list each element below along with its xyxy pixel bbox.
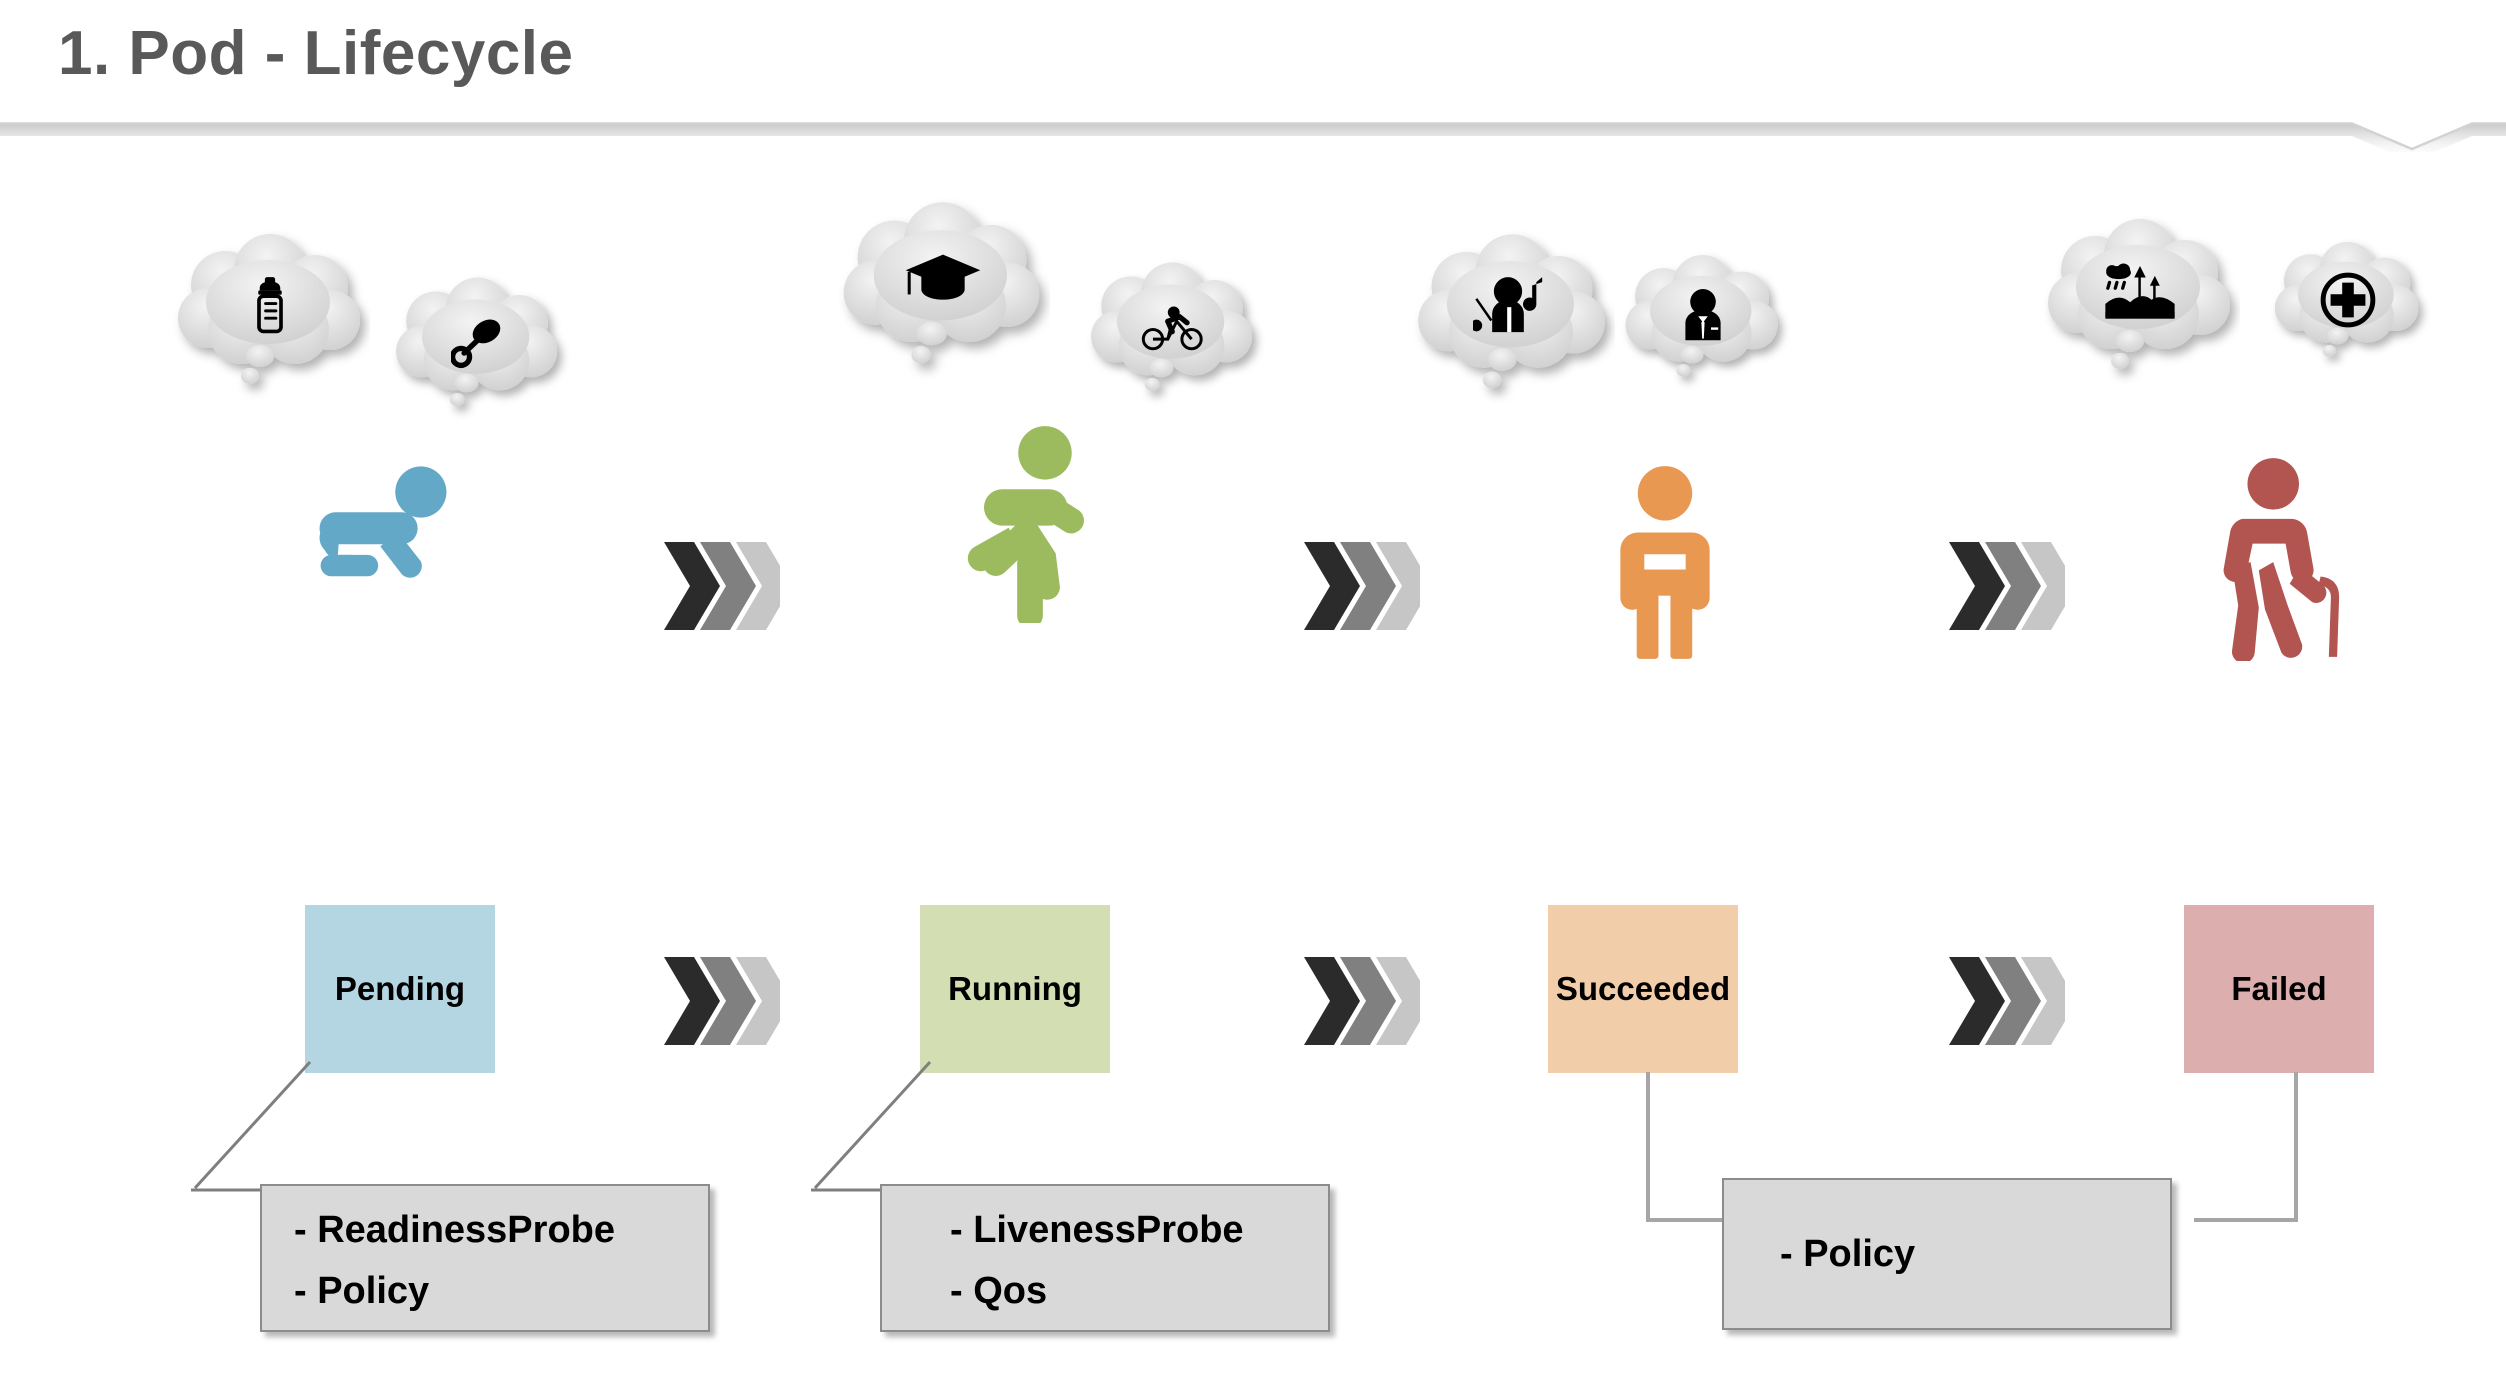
callout-line: - Policy <box>294 1269 430 1312</box>
medical-plus-icon <box>2265 235 2430 365</box>
state-box-pending[interactable]: Pending <box>305 905 495 1073</box>
thought-bubble-businessman <box>1615 248 1815 408</box>
state-box-failed[interactable]: Failed <box>2184 905 2374 1073</box>
businessman-icon <box>1615 248 1790 386</box>
conductor-music-icon <box>1410 230 1615 385</box>
callout-pending-details[interactable]: - ReadinessProbe - Policy <box>260 1184 710 1332</box>
state-label-running: Running <box>948 970 1082 1007</box>
stage-succeeded-illustration <box>1390 210 1950 710</box>
standing-adult-icon <box>1605 465 1725 666</box>
thought-bubble-conductor <box>1410 230 1610 390</box>
chevron-group-bottom-3 <box>1945 955 2077 1047</box>
stage-failed-illustration <box>2010 210 2506 710</box>
running-person-icon <box>955 425 1105 629</box>
state-label-pending: Pending <box>334 970 466 1007</box>
leader-line-failed <box>2194 1072 2298 1222</box>
thought-bubble-rattle <box>385 270 585 430</box>
callout-line: - Policy <box>1780 1232 1916 1275</box>
callout-running-details[interactable]: - LivenessProbe - Qos <box>880 1184 1330 1332</box>
state-label-failed: Failed <box>2231 970 2327 1007</box>
thought-bubble-cyclist <box>1080 255 1280 415</box>
header-divider <box>0 122 2506 152</box>
thought-bubble-graduation-cap <box>835 198 1040 364</box>
state-box-running[interactable]: Running <box>920 905 1110 1073</box>
chevron-group-top-1 <box>660 540 792 632</box>
crawling-baby-icon <box>295 465 455 588</box>
callout-terminal-details[interactable]: - Policy <box>1722 1178 2172 1330</box>
landscape-rain-icon <box>2040 215 2240 367</box>
page-title: 1. Pod - Lifecycle <box>58 19 574 88</box>
stage-pending-illustration <box>130 210 690 710</box>
thought-bubble-medical <box>2265 235 2465 395</box>
thought-bubble-landscape <box>2040 215 2240 375</box>
stage-running-illustration <box>780 202 1340 710</box>
state-label-succeeded: Succeeded <box>1555 970 1731 1007</box>
rattle-icon <box>385 270 570 415</box>
chevron-group-top-2 <box>1300 540 1432 632</box>
cyclist-icon <box>1080 255 1265 400</box>
state-box-succeeded[interactable]: Succeeded <box>1548 905 1738 1073</box>
callout-line: - Qos <box>950 1269 1048 1312</box>
baby-bottle-icon <box>170 230 370 380</box>
callout-line: - ReadinessProbe <box>294 1209 615 1251</box>
chevron-group-bottom-1 <box>660 955 792 1047</box>
thought-bubble-baby-bottle <box>170 230 370 390</box>
chevron-group-top-3 <box>1945 540 2077 632</box>
chevron-group-bottom-2 <box>1300 955 1432 1047</box>
graduation-cap-icon <box>835 198 1050 358</box>
callout-line: - LivenessProbe <box>950 1209 1244 1251</box>
elderly-person-with-cane-icon <box>2205 455 2360 666</box>
